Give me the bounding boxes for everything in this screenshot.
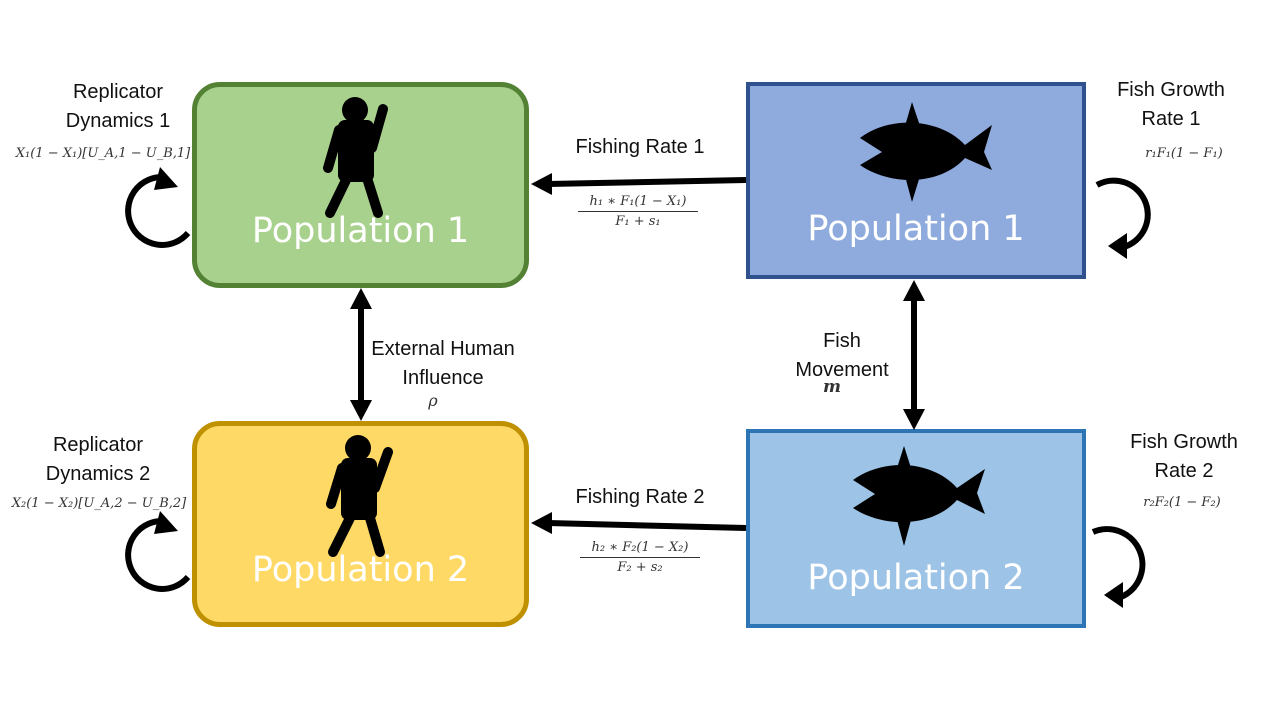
fishing-rate-2-formula: h₂ ∗ F₂(1 − X₂) F₂ + s₂	[580, 540, 700, 575]
replicator-dynamics-1-label: Replicator Dynamics 1	[48, 78, 188, 136]
human-population-1-label: Population 1	[251, 211, 470, 251]
arrow-left-icon	[531, 512, 747, 534]
external-influence-line2: Influence	[402, 367, 484, 389]
replicator-dynamics-1-formula: X₁(1 − X₁)[U_A,1 − U_B,1]	[15, 146, 191, 161]
external-influence-line1: External Human	[371, 338, 515, 360]
fishing-rate-2-numerator: h₂ ∗ F₂(1 − X₂)	[580, 540, 700, 558]
replicator-dynamics-1-line1: Replicator	[72, 81, 164, 103]
fish-growth-rate-2-formula: r₂F₂(1 − F₂)	[1143, 495, 1221, 510]
fish-growth-1-line2: Rate 1	[1141, 108, 1201, 130]
replicator-dynamics-1-line2: Dynamics 1	[65, 110, 171, 132]
hiker-icon	[326, 435, 393, 557]
replicator-dynamics-2-label: Replicator Dynamics 2	[28, 431, 168, 489]
fish-movement-label: Fish Movement	[772, 327, 912, 385]
human-population-2-label: Population 2	[251, 550, 470, 590]
fish-growth-2-line2: Rate 2	[1154, 460, 1214, 482]
fishing-rate-1-formula: h₁ ∗ F₁(1 − X₁) F₁ + s₁	[578, 194, 698, 229]
external-human-influence-label: External Human Influence	[358, 335, 528, 393]
fishing-rate-2-label: Fishing Rate 2	[575, 486, 705, 508]
fish-population-1-label: Population 1	[807, 209, 1025, 249]
double-arrow-icon	[350, 288, 372, 421]
fish-growth-2-line1: Fish Growth	[1130, 431, 1238, 453]
arrow-left-icon	[531, 173, 747, 195]
fish-population-2-box: Population 2	[746, 429, 1086, 628]
fish-growth-1-line1: Fish Growth	[1117, 79, 1225, 101]
cycle-arrow-icon	[125, 167, 191, 248]
fish-growth-rate-1-formula: r₁F₁(1 − F₁)	[1145, 146, 1223, 161]
fish-movement-symbol: m	[823, 377, 841, 397]
fish-growth-rate-1-label: Fish Growth Rate 1	[1100, 76, 1242, 134]
cycle-arrow-icon	[1091, 526, 1146, 608]
replicator-dynamics-2-line1: Replicator	[52, 434, 144, 456]
fishing-rate-1-label: Fishing Rate 1	[575, 136, 705, 158]
fish-population-2-label: Population 2	[807, 558, 1025, 598]
fish-growth-rate-2-label: Fish Growth Rate 2	[1113, 428, 1255, 486]
replicator-dynamics-2-line2: Dynamics 2	[45, 463, 151, 485]
cycle-arrow-icon	[125, 511, 191, 592]
fishing-rate-1-numerator: h₁ ∗ F₁(1 − X₁)	[578, 194, 698, 212]
fish-movement-line1: Fish	[823, 330, 861, 352]
fish-icon	[853, 446, 985, 546]
cycle-arrow-icon	[1095, 177, 1151, 259]
fish-movement-line2: Movement	[795, 359, 889, 381]
replicator-dynamics-2-formula: X₂(1 − X₂)[U_A,2 − U_B,2]	[11, 496, 187, 511]
fish-icon	[860, 102, 992, 202]
fishing-rate-1-denominator: F₁ + s₁	[615, 214, 661, 229]
hiker-icon	[323, 97, 388, 218]
double-arrow-icon	[903, 280, 925, 430]
fishing-rate-2-denominator: F₂ + s₂	[617, 560, 663, 575]
external-influence-symbol: ρ	[428, 391, 438, 410]
